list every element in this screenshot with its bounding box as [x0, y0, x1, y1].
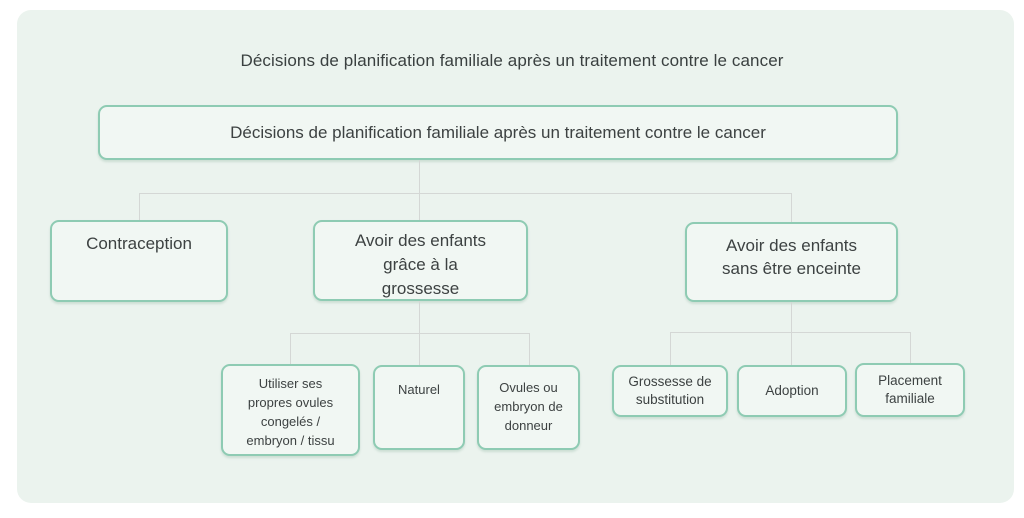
node-children-through-pregnancy: Avoir des enfants grâce à la grossesse	[313, 220, 528, 301]
node-donor-eggs-embryo: Ovules ou embryon de donneur	[477, 365, 580, 450]
node-adoption: Adoption	[737, 365, 847, 417]
connector-to-without-pregnancy	[791, 193, 792, 222]
connector-pregnancy-trunk	[419, 301, 420, 333]
connector-root-trunk	[419, 160, 420, 193]
node-children-without-pregnancy: Avoir des enfants sans être enceinte	[685, 222, 898, 302]
connector-without-trunk	[791, 302, 792, 332]
connector-to-surrogacy	[670, 332, 671, 365]
node-root: Décisions de planification familiale apr…	[98, 105, 898, 160]
connector-level2-rail	[139, 193, 792, 194]
connector-without-rail	[670, 332, 911, 333]
node-natural: Naturel	[373, 365, 465, 450]
node-surrogacy: Grossesse de substitution	[612, 365, 728, 417]
connector-to-own-eggs	[290, 333, 291, 364]
diagram-title: Décisions de planification familiale apr…	[240, 51, 784, 70]
connector-to-foster	[910, 332, 911, 363]
connector-to-adoption	[791, 332, 792, 365]
node-own-frozen-eggs-embryo-tissue: Utiliser ses propres ovules congelés / e…	[221, 364, 360, 456]
connector-to-contraception	[139, 193, 140, 220]
connector-to-natural	[419, 333, 420, 365]
connector-to-donor	[529, 333, 530, 365]
connector-pregnancy-rail	[290, 333, 530, 334]
node-foster-care: Placement familiale	[855, 363, 965, 417]
node-contraception: Contraception	[50, 220, 228, 302]
connector-to-pregnancy	[419, 193, 420, 220]
